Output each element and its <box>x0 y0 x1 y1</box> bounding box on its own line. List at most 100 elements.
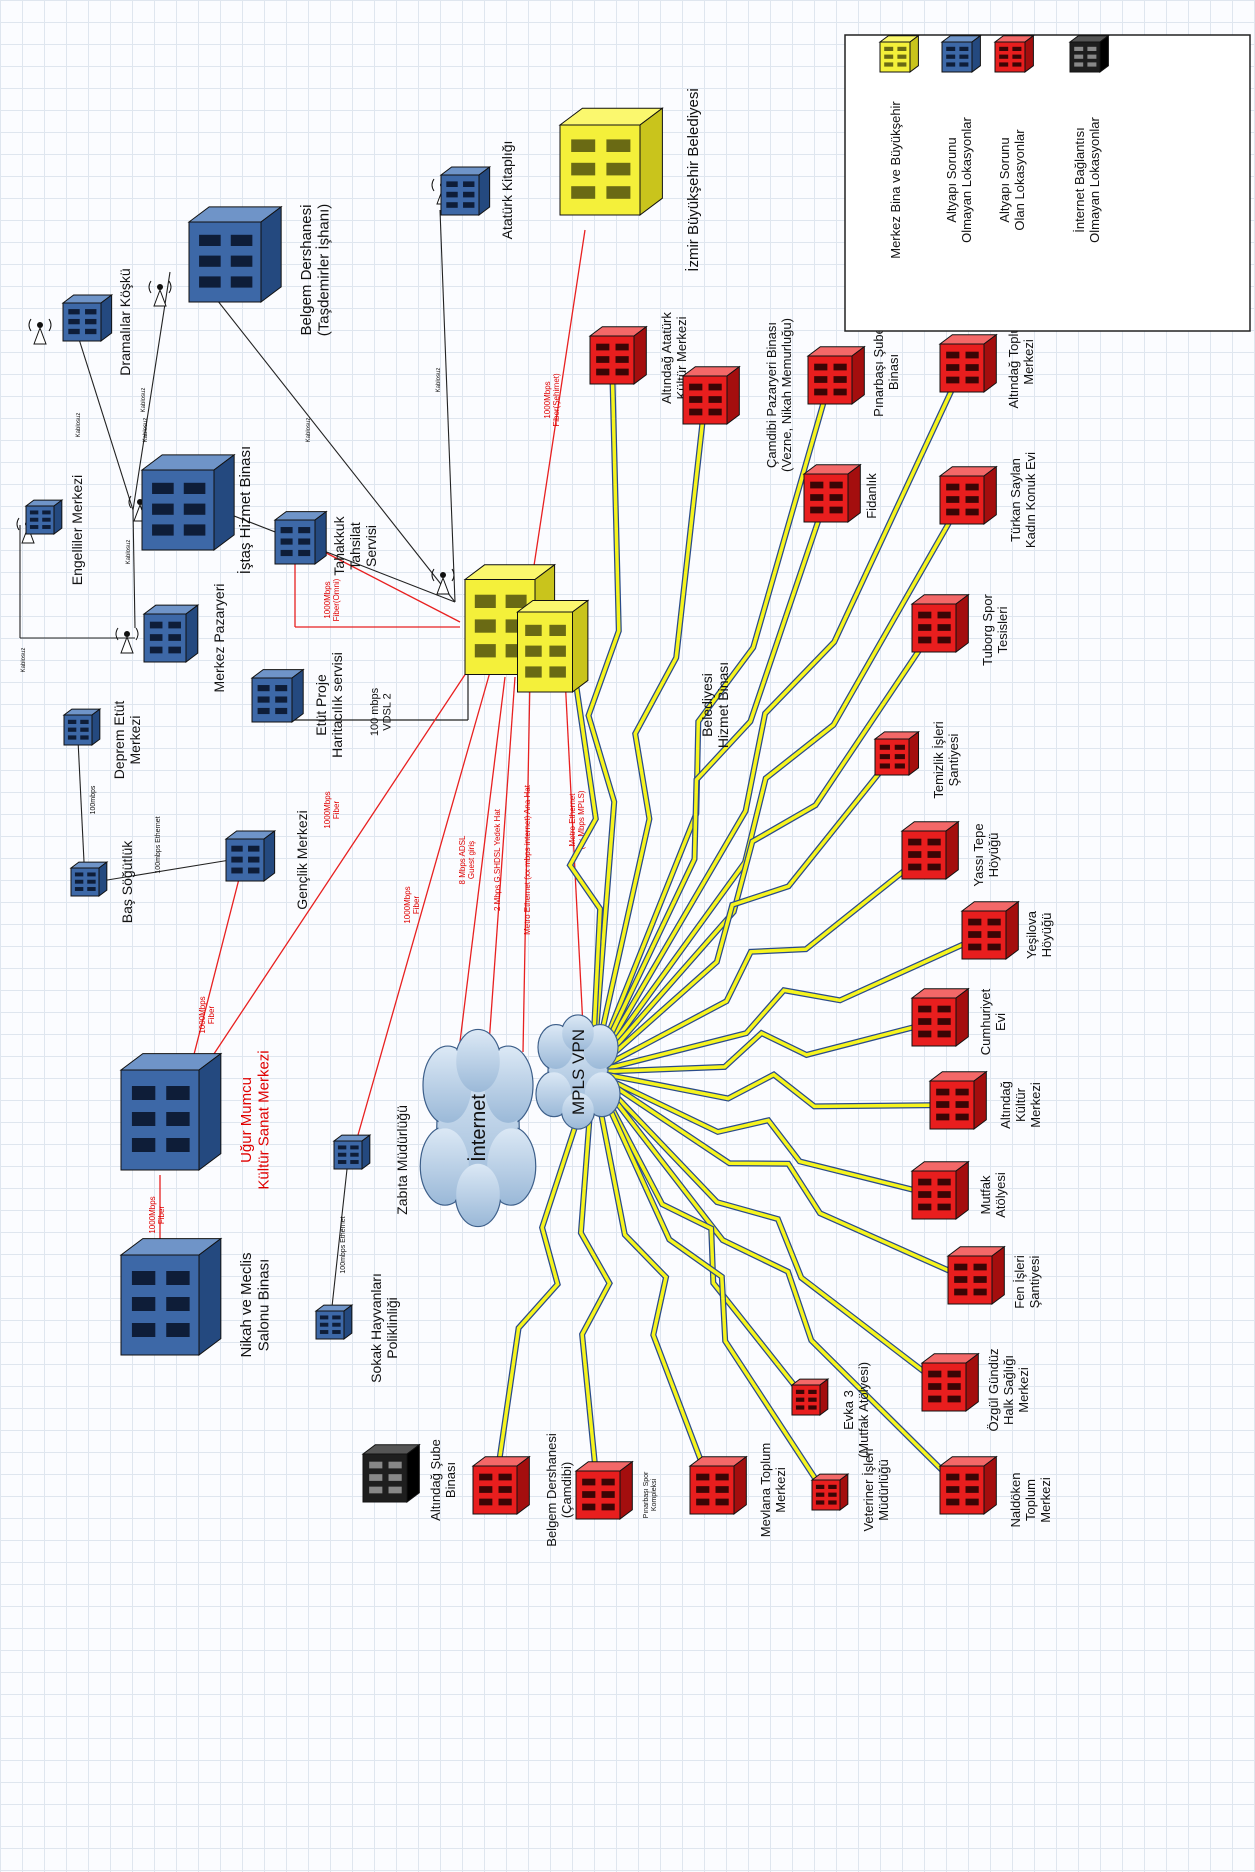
merkezpazar-antenna-icon <box>115 627 139 654</box>
red-site-naldoken[interactable] <box>938 1455 998 1515</box>
blue-site-genclik[interactable] <box>224 830 277 882</box>
wan-link-cumhuriyet <box>592 1019 935 1075</box>
blue-site-sokak[interactable] <box>314 1304 354 1341</box>
link-label-adsl: 8 Mbps ADSLGuest giriş <box>458 835 476 884</box>
legend-label-black: İnternet BağlantısıOlmayan Lokasyonlar <box>1072 116 1102 242</box>
link-label-ugur-genclik: 1000MbpsFiber <box>198 996 216 1033</box>
blue-site-label-engelliler: Engelliler Merkezi <box>69 475 85 585</box>
blue-site-label-ugur: Uğur MumcuKültür Sanat Merkezi <box>238 1050 272 1189</box>
internet-cloud: İnternet <box>419 1028 537 1228</box>
wan-link-altindagtoplum <box>590 366 965 1074</box>
link-label-izmir: 1000MbpsFiber(Şehirnet) <box>543 373 561 427</box>
red-site-label-fenisleri: Fen İşleriŞantiyesi <box>1012 1255 1042 1309</box>
hub-antenna-icon <box>431 568 455 595</box>
blue-site-etut[interactable] <box>250 668 305 724</box>
red-site-veteriner[interactable] <box>810 1473 850 1511</box>
red-site-fidanlik[interactable] <box>802 463 862 523</box>
blue-site-dramalilar[interactable] <box>61 294 114 343</box>
blue-site-ugur[interactable] <box>119 1052 223 1172</box>
wan-link-mevlana <box>590 1071 715 1492</box>
wan-link-hub <box>566 676 604 1053</box>
red-site-altindagataturk[interactable] <box>588 325 648 385</box>
link-label-tahakkuk: 1000MbpsFiber(Omni) <box>323 578 341 621</box>
link-label-kablosuz-2: Kablosuz <box>306 418 312 443</box>
legend-icon-red[interactable] <box>993 34 1035 73</box>
legend-label-yellow: Merkez Bina ve Büyükşehir <box>888 101 903 259</box>
red-site-label-veteriner: Veteriner İşleriMüdürlüğü <box>861 1448 891 1531</box>
blue-site-label-zabita: Zabıta Müdürlüğü <box>394 1105 410 1215</box>
red-site-ozgul[interactable] <box>920 1352 980 1412</box>
wan-link-camdibi <box>590 399 708 1073</box>
wan-link-evka3 <box>590 1070 809 1402</box>
red-site-label-cumhuriyet: CumhuriyetEvi <box>978 988 1008 1055</box>
blue-site-bassogutluk[interactable] <box>69 861 109 898</box>
wan-links-layer <box>492 359 986 1497</box>
link-istas-merkezpazar <box>132 509 136 629</box>
link-adsl <box>457 676 506 1059</box>
red-site-temizlik[interactable] <box>873 730 921 776</box>
black-site-altindagsube[interactable] <box>361 1443 421 1503</box>
link-metro-internet <box>522 676 531 1053</box>
blue-site-deprem[interactable] <box>62 708 102 747</box>
red-site-yassitepe[interactable] <box>900 820 960 880</box>
red-site-mutfak[interactable] <box>910 1160 970 1220</box>
red-site-yesilova[interactable] <box>960 900 1020 960</box>
blue-site-label-merkezpazar: Merkez Pazaryeri <box>211 584 227 693</box>
red-site-cumhuriyet[interactable] <box>910 987 970 1047</box>
legend-label-red: Altyapı SorunuOlan Lokasyonlar <box>997 129 1027 231</box>
wan-link-belgemcamdibi <box>492 1071 596 1491</box>
red-site-turkan[interactable] <box>938 465 998 525</box>
wan-link-tuborg <box>590 626 937 1074</box>
legend-icon-blue[interactable] <box>940 34 982 73</box>
link-belgem1 <box>194 271 456 603</box>
blue-site-merkezpazar[interactable] <box>142 604 200 664</box>
izmir-building[interactable] <box>558 107 664 216</box>
blue-site-tahakkuk[interactable] <box>273 510 328 566</box>
blue-site-label-etut: Etüt ProjeHaritacılık servisi <box>313 652 345 758</box>
link-bas-genclik <box>94 859 231 883</box>
red-site-camdibi[interactable] <box>681 365 741 425</box>
red-site-evka3[interactable] <box>790 1378 830 1416</box>
link-shdsl <box>487 676 516 1059</box>
legend-icon-yellow[interactable] <box>878 34 920 73</box>
link-label-metro-mpls: Metro Ethernet(xx Mbps MPLS) <box>568 790 586 849</box>
blue-site-engelliler[interactable] <box>24 499 64 536</box>
red-site-label-temizlik: Temizlik İşleriŞantiyesi <box>931 721 961 798</box>
legend-box <box>844 34 1251 332</box>
legend-label-blue: Altyapı SorunuOlmayan Lokasyonlar <box>944 116 974 242</box>
red-site-tuborg[interactable] <box>910 593 970 653</box>
wan-link-fenisleri <box>591 1069 972 1283</box>
red-site-belgemcamdibi[interactable] <box>471 1455 531 1515</box>
link-ugur-hub <box>199 651 481 1076</box>
red-site-label-fidanlik: Fidanlık <box>864 473 879 519</box>
red-site-mevlana[interactable] <box>688 1455 748 1515</box>
red-site-fenisleri[interactable] <box>946 1245 1006 1305</box>
red-site-pinarbasi[interactable] <box>806 345 866 405</box>
wan-link-altindagataturk <box>585 359 622 1073</box>
red-site-label-tuborg: Tuborg SporTesisleri <box>980 593 1010 665</box>
internet-cloud-label: İnternet <box>467 1094 490 1162</box>
legend-icon-black[interactable] <box>1068 34 1110 73</box>
link-istas-dramalilar <box>71 316 134 511</box>
belgem-antenna-icon <box>148 280 172 307</box>
hub-label: BelediyesiHizmet Binası <box>699 662 731 748</box>
dramalilar-antenna-icon <box>28 318 52 345</box>
blue-site-belgem1[interactable] <box>187 205 283 303</box>
red-site-altindagtoplum[interactable] <box>938 333 998 393</box>
blue-site-istas[interactable] <box>140 453 236 551</box>
red-site-label-mevlana: Mevlana ToplumMerkezi <box>758 1443 788 1537</box>
hub-building[interactable] <box>515 599 590 693</box>
wan-link-veteriner <box>590 1070 829 1497</box>
blue-site-ataturk[interactable] <box>439 166 492 216</box>
blue-site-label-tahakkuk: TahakkukTahsilatServisi <box>331 515 379 575</box>
link-label-zabita: 1000MbpsFiber <box>403 886 421 923</box>
blue-site-zabita[interactable] <box>332 1134 372 1171</box>
red-site-pinarbasispor[interactable] <box>574 1460 634 1520</box>
blue-site-nikah[interactable] <box>119 1237 223 1357</box>
red-site-altindagkultur[interactable] <box>928 1070 988 1130</box>
link-label-etut: 100 mbpsVDSL 2 <box>369 687 394 736</box>
red-site-label-naldoken: NaldökenToplumMerkezi <box>1008 1473 1053 1528</box>
